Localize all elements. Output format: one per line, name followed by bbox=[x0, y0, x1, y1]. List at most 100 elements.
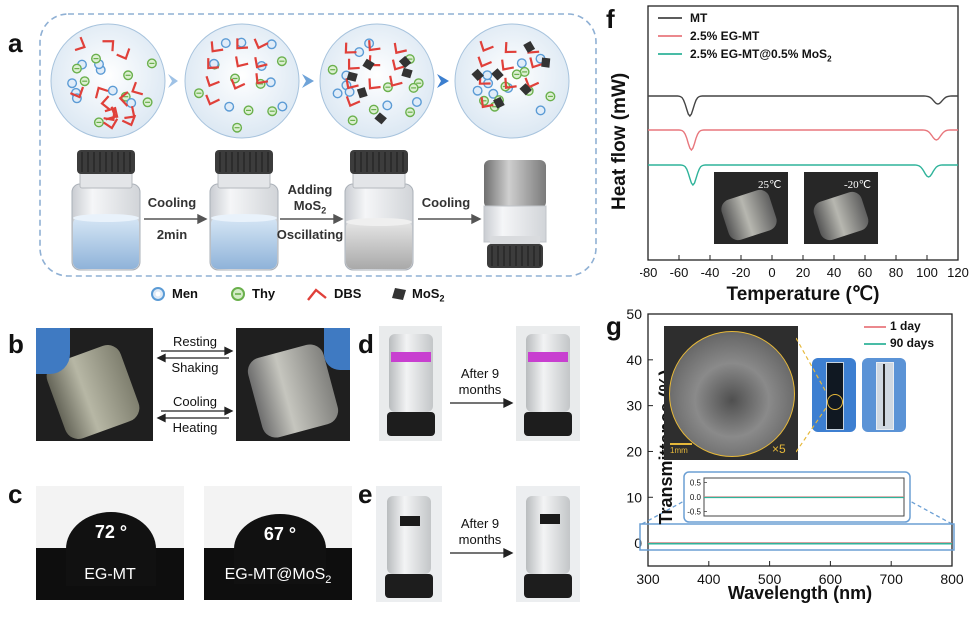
heating-label: Heating bbox=[172, 420, 218, 435]
dsc-x-axis-label: Temperature (℃) bbox=[726, 284, 880, 305]
dbs-molecule bbox=[345, 95, 361, 108]
men-molecule bbox=[411, 96, 422, 107]
circle-stage-4 bbox=[454, 23, 570, 139]
dbs-molecule bbox=[389, 75, 403, 87]
dbs-molecule bbox=[103, 109, 116, 122]
dbs-molecule bbox=[102, 40, 115, 52]
stage-arrow-2 bbox=[302, 74, 314, 88]
dsc-x-tick-label: 60 bbox=[858, 265, 872, 280]
resting-label: Resting bbox=[172, 334, 218, 349]
dbs-molecule bbox=[104, 106, 119, 119]
dbs-molecule bbox=[205, 75, 220, 88]
dyed-gel-vial-before bbox=[379, 326, 442, 441]
dsc-y-axis-label: Heat flow (mW) bbox=[609, 72, 630, 210]
dbs-molecule bbox=[504, 42, 517, 54]
open-circle-icon bbox=[151, 287, 165, 301]
process-arrows bbox=[144, 213, 482, 225]
scale-bar-label: 1mm bbox=[670, 446, 688, 455]
step1-sublabel: 2min bbox=[156, 227, 188, 242]
step2-sublabel: Oscillating bbox=[276, 227, 344, 242]
dbs-molecule bbox=[207, 58, 219, 70]
panel-label-d: d bbox=[358, 329, 374, 359]
inset-series-group bbox=[704, 496, 904, 499]
vial-3 bbox=[344, 150, 414, 271]
magnification-label: ×5 bbox=[772, 442, 786, 456]
panel-a-schematic bbox=[39, 13, 597, 277]
trans-x-tick-label: 600 bbox=[819, 571, 843, 587]
men-molecule bbox=[107, 85, 118, 96]
contact-angle-photo-1: 72 ° EG-MT bbox=[36, 486, 184, 600]
inset-y-tick-label: 0.5 bbox=[690, 478, 702, 487]
panel-d-label-2: months bbox=[458, 382, 502, 397]
dbs-molecule bbox=[253, 38, 269, 50]
mos2-flake bbox=[493, 96, 505, 109]
panel-label-a: a bbox=[8, 28, 23, 58]
trans-x-axis-label: Wavelength (nm) bbox=[727, 583, 873, 603]
panel-a: Cooling 2min Adding MoS2 Oscillating Coo… bbox=[0, 0, 600, 310]
dbs-molecule bbox=[479, 40, 494, 53]
contact-angle-value-2: 67 ° bbox=[263, 524, 297, 544]
mos2-flake bbox=[362, 58, 375, 71]
dbs-molecule bbox=[131, 81, 144, 96]
dbs-molecule bbox=[344, 42, 357, 54]
dyed-gel-vial-after bbox=[516, 326, 580, 441]
mos2-flake bbox=[471, 68, 484, 82]
dbs-molecule bbox=[529, 57, 544, 69]
panel-e-label-2: months bbox=[458, 532, 502, 547]
trans-y-tick-label: 20 bbox=[626, 443, 642, 459]
dsc-series-group bbox=[648, 95, 958, 187]
gel-vial-photo-2 bbox=[236, 328, 350, 441]
men-molecule bbox=[344, 86, 355, 97]
mos2-flake bbox=[356, 87, 368, 99]
trans-x-tick-label: 800 bbox=[940, 571, 964, 587]
contact-angle-sample-1: EG-MT bbox=[84, 566, 136, 583]
dsc-series-line-2 bbox=[648, 164, 958, 187]
magnify-connectors bbox=[796, 337, 827, 453]
dbs-molecule bbox=[121, 114, 137, 127]
legend-thy: Thy bbox=[252, 286, 276, 301]
trans-x-tick-label: 300 bbox=[636, 571, 660, 587]
cuvette-photo-1 bbox=[812, 358, 856, 432]
stage-arrow-3 bbox=[437, 74, 449, 88]
dsc-x-tick-label: 120 bbox=[947, 265, 969, 280]
dbs-molecule bbox=[504, 77, 517, 89]
men-molecule bbox=[277, 101, 288, 112]
stage-arrows bbox=[168, 74, 449, 88]
men-molecule bbox=[67, 78, 78, 89]
dbs-molecule bbox=[124, 105, 136, 120]
dsc-x-tick-label: -40 bbox=[701, 265, 720, 280]
trans-y-tick-label: 50 bbox=[626, 306, 642, 322]
dbs-molecule bbox=[69, 86, 85, 99]
panel-d-label-1: After 9 bbox=[460, 366, 500, 381]
trans-legend-1day: 1 day bbox=[890, 319, 921, 333]
inset-y-tick-label: 0.0 bbox=[690, 493, 702, 502]
dbs-molecule bbox=[368, 40, 381, 52]
men-molecule bbox=[482, 70, 493, 81]
dbs-molecule bbox=[116, 48, 131, 60]
dsc-legend-egmt-mos2: 2.5% EG-MT@0.5% MoS2 bbox=[690, 47, 832, 64]
trans-x-tick-label: 700 bbox=[880, 571, 904, 587]
men-molecule bbox=[488, 88, 499, 99]
parallelogram-icon bbox=[392, 288, 406, 300]
dbs-molecule bbox=[254, 57, 268, 69]
dsc-series-line-1 bbox=[648, 129, 958, 152]
dbs-molecule bbox=[501, 59, 514, 71]
trans-x-tick-label: 400 bbox=[697, 571, 721, 587]
mos2-gel-vial-before bbox=[376, 486, 442, 602]
dbs-molecule bbox=[235, 56, 249, 68]
zoom-connector-left bbox=[641, 499, 687, 525]
dbs-molecule bbox=[103, 118, 119, 130]
men-molecule bbox=[535, 105, 546, 116]
shaking-label: Shaking bbox=[171, 360, 219, 375]
baseline-zoom-box bbox=[639, 523, 955, 551]
trans-plot-frame bbox=[647, 313, 953, 567]
dsc-series-line-0 bbox=[648, 95, 958, 118]
vial-4-inverted bbox=[483, 160, 547, 268]
panel-a-frame bbox=[39, 13, 597, 277]
dbs-molecule bbox=[480, 96, 494, 109]
microscope-image: 1mm ×5 bbox=[664, 326, 798, 460]
trans-series-group bbox=[648, 542, 952, 545]
dsc-inset-photo-25c: 25℃ bbox=[714, 172, 788, 244]
